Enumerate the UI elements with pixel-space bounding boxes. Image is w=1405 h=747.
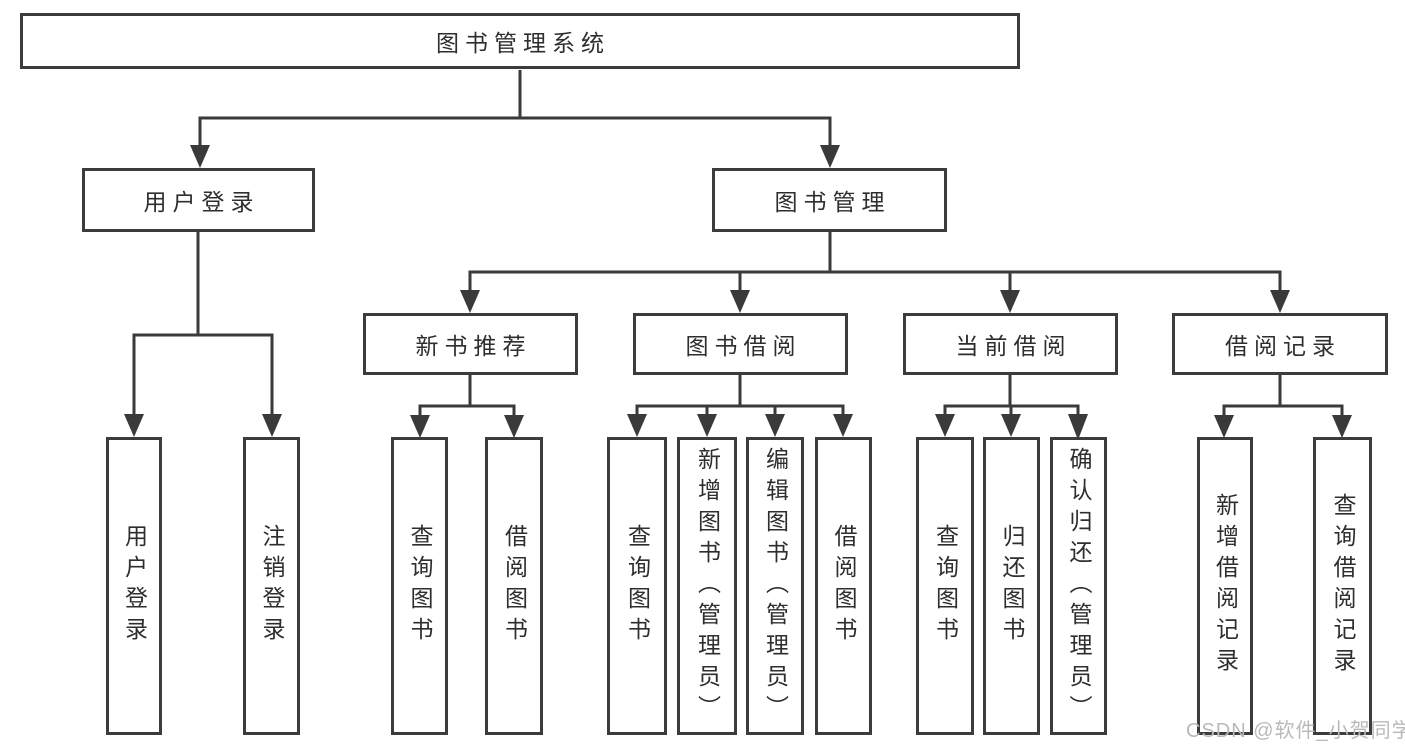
node-label: 当前借阅 bbox=[955, 333, 1072, 359]
leaf-user-login: 用户登录 bbox=[106, 437, 162, 735]
leaf-label: 借阅图书 bbox=[501, 524, 528, 648]
leaf-add-borrow-record: 新增借阅记录 bbox=[1197, 437, 1253, 735]
leaf-query-books-borrowing: 查询图书 bbox=[607, 437, 667, 735]
node-current-borrowing: 当前借阅 bbox=[903, 313, 1118, 375]
leaf-label: 归还图书 bbox=[999, 524, 1025, 648]
leaf-query-books-recommend: 查询图书 bbox=[391, 437, 448, 735]
leaf-label: 查询图书 bbox=[407, 524, 433, 648]
leaf-label: 新增图书（管理员） bbox=[694, 446, 721, 726]
node-label: 借阅记录 bbox=[1225, 333, 1341, 359]
node-book-management: 图书管理 bbox=[712, 168, 947, 232]
leaf-borrow-books-recommend: 借阅图书 bbox=[485, 437, 543, 735]
leaf-add-books-admin: 新增图书（管理员） bbox=[677, 437, 737, 735]
node-label: 新书推荐 bbox=[415, 333, 532, 359]
node-label: 图书管理 bbox=[774, 189, 891, 215]
leaf-query-books-current: 查询图书 bbox=[916, 437, 974, 735]
csdn-watermark: CSDN @软件_小贺同学 bbox=[1186, 720, 1405, 742]
leaf-label: 注销登录 bbox=[259, 524, 285, 648]
node-borrowing-records: 借阅记录 bbox=[1172, 313, 1388, 375]
node-label: 用户登录 bbox=[143, 189, 260, 215]
leaf-return-books: 归还图书 bbox=[983, 437, 1040, 735]
leaf-edit-books-admin: 编辑图书（管理员） bbox=[746, 437, 804, 735]
node-book-borrowing: 图书借阅 bbox=[633, 313, 848, 375]
leaf-label: 查询借阅记录 bbox=[1330, 493, 1356, 679]
node-label: 图书管理系统 bbox=[436, 30, 610, 56]
leaf-label: 确认归还（管理员） bbox=[1066, 446, 1092, 726]
leaf-label: 借阅图书 bbox=[831, 524, 857, 648]
leaf-label: 编辑图书（管理员） bbox=[762, 446, 789, 726]
leaf-label: 新增借阅记录 bbox=[1212, 493, 1239, 679]
leaf-label: 查询图书 bbox=[624, 524, 651, 648]
node-label: 图书借阅 bbox=[685, 333, 802, 359]
leaf-label: 用户登录 bbox=[121, 524, 148, 648]
leaf-label: 查询图书 bbox=[932, 524, 959, 648]
leaf-confirm-return-admin: 确认归还（管理员） bbox=[1050, 437, 1107, 735]
node-new-book-recommend: 新书推荐 bbox=[363, 313, 578, 375]
leaf-query-borrow-record: 查询借阅记录 bbox=[1313, 437, 1372, 735]
leaf-logout: 注销登录 bbox=[243, 437, 300, 735]
node-user-login: 用户登录 bbox=[82, 168, 315, 232]
leaf-borrow-books: 借阅图书 bbox=[815, 437, 872, 735]
node-library-management-system: 图书管理系统 bbox=[20, 13, 1020, 69]
